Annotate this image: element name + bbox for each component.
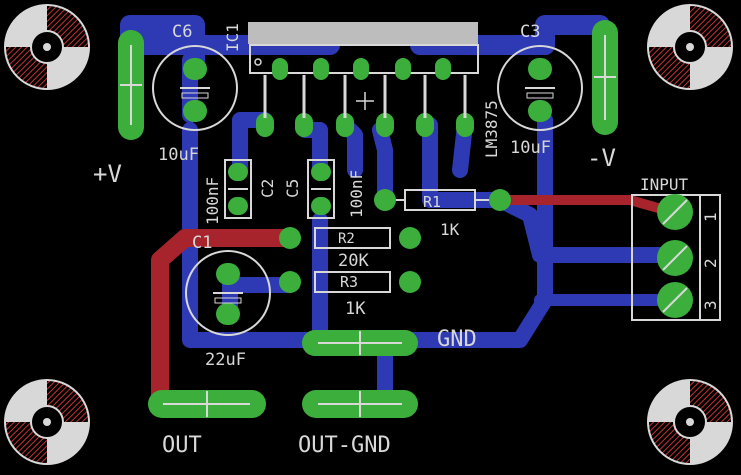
label-lm3875: LM3875	[482, 100, 501, 158]
out-gnd-pads	[302, 390, 418, 418]
c2-capacitor	[224, 159, 252, 219]
label-out-gnd: OUT-GND	[298, 433, 391, 458]
label-v-plus: +V	[93, 160, 122, 188]
r2-resistor	[279, 227, 421, 249]
label-r2-value: 20K	[338, 251, 369, 271]
label-v-minus: -V	[587, 144, 616, 172]
ic1-footprint	[248, 22, 479, 110]
label-r3: R3	[340, 273, 358, 291]
label-pin3: 3	[701, 300, 720, 310]
label-c5-value: 100nF	[347, 170, 366, 218]
label-c1-value: 22uF	[205, 350, 246, 370]
label-c2-value: 100nF	[203, 177, 222, 225]
label-c3-value: 10uF	[510, 138, 551, 158]
r3-resistor	[279, 271, 421, 293]
c5-capacitor	[307, 159, 335, 219]
c3-capacitor	[497, 45, 583, 131]
label-c1: C1	[192, 233, 212, 253]
label-ic1: IC1	[223, 23, 242, 52]
label-r1: R1	[423, 193, 441, 211]
label-r3-value: 1K	[345, 299, 366, 319]
r1-resistor	[374, 189, 511, 211]
label-c6-value: 10uF	[158, 145, 199, 165]
label-r2: R2	[338, 231, 355, 247]
silkscreen-labels: C6 IC1 C3 LM3875 +V -V 10uF 10uF C2 C5 1…	[93, 22, 720, 458]
label-input: INPUT	[640, 175, 689, 194]
label-c2: C2	[258, 179, 277, 198]
v-minus-connector	[592, 20, 618, 135]
mounting-hole-bottom-left	[4, 379, 90, 465]
input-terminal-block	[631, 194, 721, 321]
label-pin1: 1	[701, 212, 720, 222]
out-pads	[148, 390, 266, 418]
label-c6: C6	[172, 22, 192, 42]
v-plus-connector	[118, 30, 144, 140]
label-out: OUT	[162, 433, 202, 458]
mounting-hole-bottom-right	[647, 379, 733, 465]
label-r1-value: 1K	[440, 220, 460, 239]
ic1-pins	[256, 58, 474, 137]
label-pin2: 2	[701, 258, 720, 268]
mounting-hole-top-left	[4, 4, 90, 90]
c1-capacitor	[185, 250, 271, 336]
label-gnd: GND	[437, 327, 477, 352]
label-c3: C3	[520, 22, 540, 42]
gnd-pads	[302, 330, 418, 356]
c6-capacitor	[152, 45, 238, 131]
mounting-hole-top-right	[647, 4, 733, 90]
label-c5: C5	[283, 179, 302, 198]
